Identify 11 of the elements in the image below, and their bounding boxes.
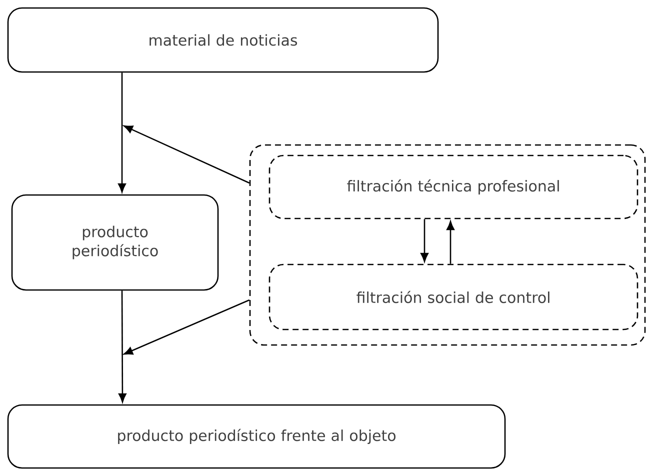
arrow: [124, 299, 250, 355]
filter-box: filtración social de control: [268, 264, 638, 330]
process-box: material de noticias: [7, 7, 439, 73]
arrow: [124, 125, 250, 184]
process-box: producto periodístico frente al objeto: [7, 404, 506, 469]
arrow: [118, 72, 126, 193]
arrow: [118, 290, 126, 403]
arrow: [446, 220, 454, 264]
process-box: producto periodístico: [11, 194, 219, 291]
arrow: [420, 219, 428, 262]
filter-box: filtración técnica profesional: [268, 154, 638, 220]
